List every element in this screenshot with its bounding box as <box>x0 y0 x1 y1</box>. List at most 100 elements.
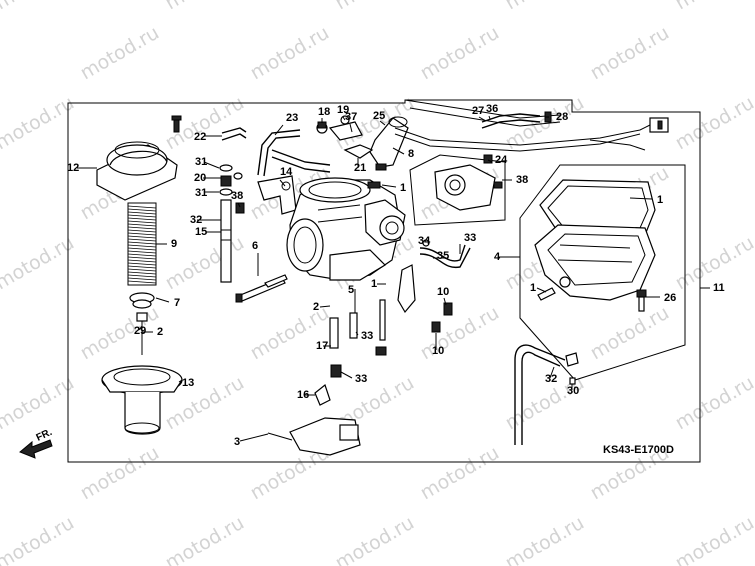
spring-coil <box>127 259 157 263</box>
callout-number: 32 <box>545 373 557 385</box>
spring-coil <box>127 226 157 230</box>
callout-leader-line <box>392 147 405 155</box>
spring-coil <box>127 241 157 245</box>
spring-coil <box>127 238 157 242</box>
drain-hose-part-34 <box>514 344 579 445</box>
callout-number: 7 <box>174 297 180 309</box>
screw-part-30 <box>636 289 647 312</box>
callout-number: 10 <box>437 286 449 298</box>
callout-number: 11 <box>713 282 725 294</box>
spring-coil <box>127 220 157 224</box>
spring-coil <box>127 277 157 281</box>
callout-number: 34 <box>418 235 431 247</box>
watermark-text: motod.ru <box>77 302 163 365</box>
callout-number: 12 <box>67 162 79 174</box>
watermark-text: motod.ru <box>0 512 78 566</box>
diaphragm-cover-part-12 <box>96 141 178 201</box>
watermark-text: motod.ru <box>162 0 248 14</box>
callout-leader-line <box>478 116 487 122</box>
tube-part-15 <box>220 199 232 283</box>
callout-number: 1 <box>657 194 663 206</box>
callout-number: 10 <box>432 345 444 357</box>
callout-leader-line <box>629 197 653 200</box>
watermark-text: motod.ru <box>0 0 78 14</box>
screw-part-6 <box>235 274 288 303</box>
part-21 <box>343 144 374 159</box>
watermark-text: motod.ru <box>672 372 755 435</box>
watermark-text: motod.ru <box>77 22 163 85</box>
callout-leader-line <box>349 123 353 133</box>
callout-number: 17 <box>316 340 328 352</box>
callout-number: 38 <box>516 174 528 186</box>
watermark-text: motod.ru <box>417 302 503 365</box>
bracket-part-14 <box>257 175 297 215</box>
callout-number: 33 <box>355 373 367 385</box>
watermark-text: motod.ru <box>332 0 418 14</box>
callout-leader-line <box>279 179 286 187</box>
watermark-text: motod.ru <box>332 512 418 566</box>
spring-coil <box>127 262 157 266</box>
watermark-text: motod.ru <box>0 232 78 295</box>
callout-number: 24 <box>495 154 508 166</box>
screw-part-1-a <box>367 181 381 189</box>
watermark-text: motod.ru <box>587 302 673 365</box>
spring-coil <box>127 244 157 248</box>
spring-coil <box>127 247 157 251</box>
needle-jet-parts <box>329 264 416 378</box>
callout-number: 35 <box>437 250 449 262</box>
spring-coil <box>127 217 157 221</box>
spring-coil <box>127 223 157 227</box>
front-arrow-label: FR. <box>35 427 54 444</box>
callout-leader-line <box>443 297 447 306</box>
assembly-frame <box>67 99 701 463</box>
screw-part-26 <box>171 115 182 133</box>
callout-number: 31 <box>195 156 207 168</box>
spring-coil <box>127 265 157 269</box>
needle-holder-part-7 <box>129 292 155 309</box>
callout-number: 3 <box>234 436 240 448</box>
callout-leader-line <box>237 202 241 208</box>
spring-coil <box>127 280 157 284</box>
callout-leader-line <box>379 120 386 126</box>
callout-leader-line <box>203 161 220 169</box>
spring-coil <box>127 211 157 215</box>
spring-coil <box>127 274 157 278</box>
callout-number: 25 <box>373 110 385 122</box>
callout-leader-line <box>536 287 547 293</box>
hose-part-22 <box>221 127 247 141</box>
callout-number: 21 <box>354 162 366 174</box>
spring-coil <box>127 256 157 260</box>
callout-number: 5 <box>348 284 354 296</box>
drain-screw-part-1 <box>537 287 556 301</box>
watermark-text: motod.ru <box>672 92 755 155</box>
callout-leader-line <box>488 115 491 120</box>
watermark-text: motod.ru <box>162 512 248 566</box>
callout-number: 33 <box>361 330 373 342</box>
callout-leader-line <box>138 325 143 331</box>
spring-coil <box>127 271 157 275</box>
spring-coil <box>127 253 157 257</box>
watermark-text: motod.ru <box>247 302 333 365</box>
callout-number: 13 <box>182 377 194 389</box>
carburetor-body <box>286 177 406 281</box>
watermark-text: motod.ru <box>0 92 78 155</box>
callout-leader-line <box>355 331 359 336</box>
callout-number: 33 <box>464 232 476 244</box>
spring-coil <box>127 250 157 254</box>
callout-leader-line <box>340 371 353 379</box>
spring-coil <box>127 268 157 272</box>
clip-part-3 <box>267 417 361 456</box>
callout-number: 29 <box>134 325 146 337</box>
callout-leader-line <box>381 184 397 188</box>
callout-number: 2 <box>157 326 163 338</box>
callout-number: 26 <box>664 292 676 304</box>
hose-part-23 <box>257 129 331 177</box>
callout-number: 1 <box>530 282 536 294</box>
vacuum-piston-part-13 <box>101 365 183 435</box>
front-arrow <box>19 439 53 459</box>
callout-number: 30 <box>567 385 579 397</box>
callout-leader-line <box>155 297 170 303</box>
spring-coil <box>127 208 157 212</box>
